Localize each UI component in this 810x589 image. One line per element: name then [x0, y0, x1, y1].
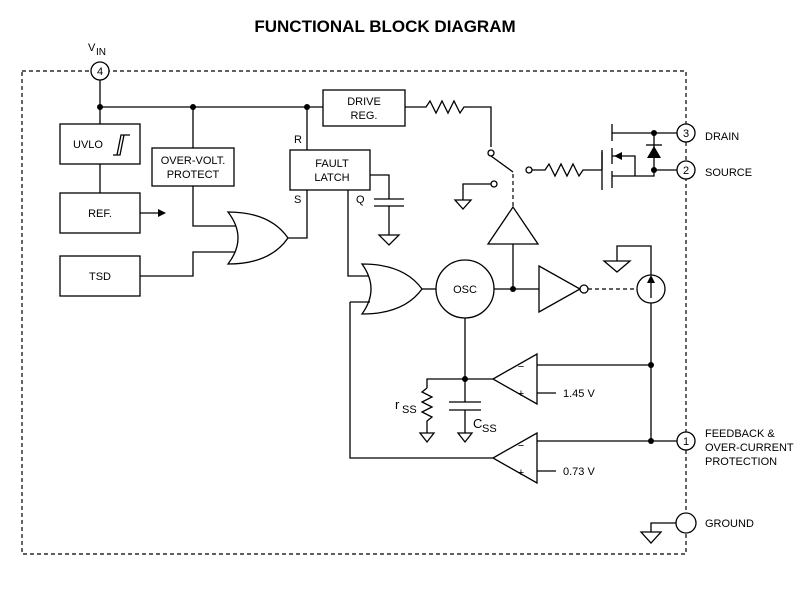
vref-high-label: 1.45 V [563, 388, 595, 400]
ovp-label-line1: OVER-VOLT. [161, 155, 226, 167]
source-pin-number: 2 [683, 165, 689, 177]
drive-reg-block: DRIVE REG. [322, 89, 492, 147]
ground-icon [418, 432, 436, 444]
current-source [602, 245, 677, 444]
feedback-pin: 1 FEEDBACK & OVER-CURRENT PROTECTION [676, 428, 794, 468]
ref-block: REF. [59, 192, 166, 234]
comparator-high: − + 1.45 V [426, 352, 651, 406]
comp2-plus: + [518, 467, 524, 479]
inverter-buffer [538, 264, 636, 314]
latch-capacitor [374, 198, 404, 246]
drain-pin: 3 DRAIN [676, 123, 739, 143]
fault-latch-block: FAULT LATCH R S Q [289, 134, 390, 277]
vref-low-label: 0.73 V [563, 466, 595, 478]
or-gate-osc [349, 263, 495, 459]
ground-icon [453, 199, 473, 210]
buffer-amp [486, 205, 540, 289]
feedback-label-line2: OVER-CURRENT [705, 442, 794, 454]
source-label: SOURCE [705, 167, 752, 179]
diagram-title: FUNCTIONAL BLOCK DIAGRAM [254, 17, 515, 36]
drive-label-line2: REG. [351, 110, 378, 122]
comp1-minus: − [518, 361, 524, 373]
vin-label-sub: IN [96, 47, 106, 58]
rss-label-sub: SS [402, 404, 417, 416]
latch-s-label: S [294, 194, 301, 206]
tsd-block: TSD [59, 251, 238, 297]
latch-label-line1: FAULT [315, 158, 349, 170]
ground-icon [377, 234, 401, 246]
ground-pin: GROUND [639, 512, 754, 544]
or-gate-fault [226, 198, 308, 265]
vin-bus [97, 80, 323, 150]
latch-q-label: Q [356, 194, 365, 206]
ground-icon [639, 531, 663, 544]
latch-r-label: R [294, 134, 302, 146]
comp2-minus: − [518, 440, 524, 452]
ground-label: GROUND [705, 518, 754, 530]
over-volt-protect-block: OVER-VOLT. PROTECT [151, 147, 238, 227]
package-boundary [21, 70, 687, 555]
comp1-plus: + [518, 388, 524, 400]
rss-resistor: r SS [395, 387, 436, 444]
source-pin: 2 SOURCE [676, 160, 752, 180]
osc-label: OSC [453, 284, 477, 296]
arrow-up-icon [647, 275, 655, 283]
rss-label: r [395, 397, 400, 412]
css-capacitor: C SS [449, 379, 497, 444]
ref-label: REF. [88, 208, 112, 220]
ovp-label-line2: PROTECT [167, 169, 220, 181]
latch-label-line2: LATCH [314, 172, 349, 184]
css-label: C [473, 416, 482, 431]
drive-switch [453, 149, 602, 210]
vin-label: V [88, 42, 96, 54]
drive-label-line1: DRIVE [347, 96, 381, 108]
body-diode-icon [647, 146, 661, 158]
css-label-sub: SS [482, 423, 497, 435]
ground-icon [456, 432, 474, 444]
feedback-pin-number: 1 [683, 436, 689, 448]
uvlo-label: UVLO [73, 139, 103, 151]
drain-pin-number: 3 [683, 128, 689, 140]
arrow-right-icon [158, 209, 166, 217]
tsd-label: TSD [89, 271, 111, 283]
feedback-label-line1: FEEDBACK & [705, 428, 775, 440]
comparator-low: − + 0.73 V [491, 431, 651, 485]
uvlo-block: UVLO [59, 123, 141, 165]
drain-label: DRAIN [705, 131, 739, 143]
vin-pin: V IN 4 [88, 42, 110, 81]
feedback-label-line3: PROTECTION [705, 456, 777, 468]
hysteresis-icon [113, 134, 130, 156]
oscillator: OSC [435, 259, 539, 380]
power-mosfet [601, 124, 677, 190]
vin-pin-number: 4 [97, 66, 103, 78]
ground-icon [602, 260, 632, 273]
